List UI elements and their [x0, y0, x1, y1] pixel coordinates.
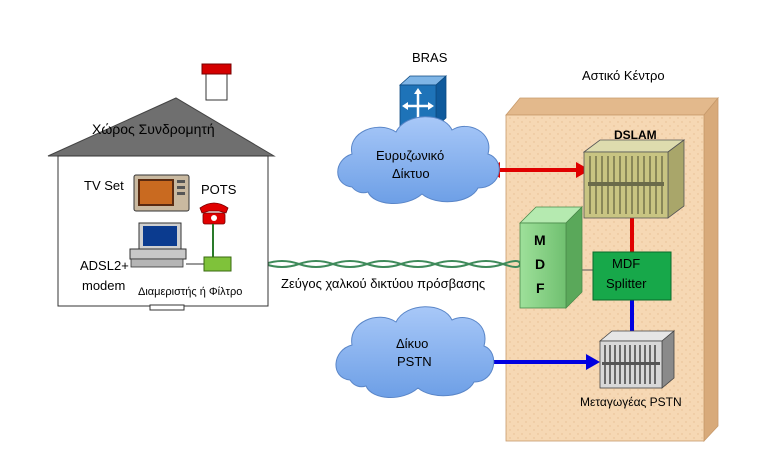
mdf-splitter-label-line1: MDF: [612, 256, 641, 271]
tv-icon: [133, 174, 190, 212]
splitter-filter-box: [203, 256, 232, 272]
pstn-cloud: [335, 306, 495, 399]
tv-set-label: TV Set: [84, 178, 124, 193]
mdf-letter-f: F: [536, 280, 545, 296]
mdf-letter-m: M: [534, 232, 546, 248]
mdf-splitter-label-line2: Splitter: [606, 276, 647, 291]
copper-pair-label: Ζεύγος χαλκού δικτύου πρόσβασης: [281, 276, 486, 291]
broadband-label-line1: Ευρυζωνικό: [376, 148, 445, 163]
mdf-letter-d: D: [535, 256, 546, 272]
pstn-switch-icon: [598, 330, 676, 389]
pstn-switch-label: Μεταγωγέας PSTN: [580, 395, 682, 409]
splitter-filter-label: Διαμεριστής ή Φίλτρο: [138, 286, 243, 298]
adsl-modem-label-line1: ADSL2+: [80, 258, 129, 273]
copper-pair-line: [230, 260, 521, 268]
adsl-modem-label-line2: modem: [82, 278, 126, 293]
computer-icon: [129, 222, 187, 268]
pots-label: POTS: [201, 182, 237, 197]
broadband-cloud: [337, 116, 500, 205]
central-office-label: Αστικό Κέντρο: [582, 68, 665, 83]
phone-icon: [199, 202, 229, 225]
mdf-splitter-box: [592, 251, 672, 301]
pstn-cloud-label-line1: Δίκυο: [396, 336, 429, 351]
pstn-cloud-label-line2: PSTN: [397, 354, 432, 369]
broadband-label-line2: Δίκτυο: [392, 166, 430, 181]
bras-label: BRAS: [412, 50, 448, 65]
dslam-label: DSLAM: [614, 128, 657, 142]
rack-icon: [582, 139, 686, 219]
mdf-box: [519, 206, 583, 309]
house-title: Χώρος Συνδρομητή: [92, 121, 215, 137]
